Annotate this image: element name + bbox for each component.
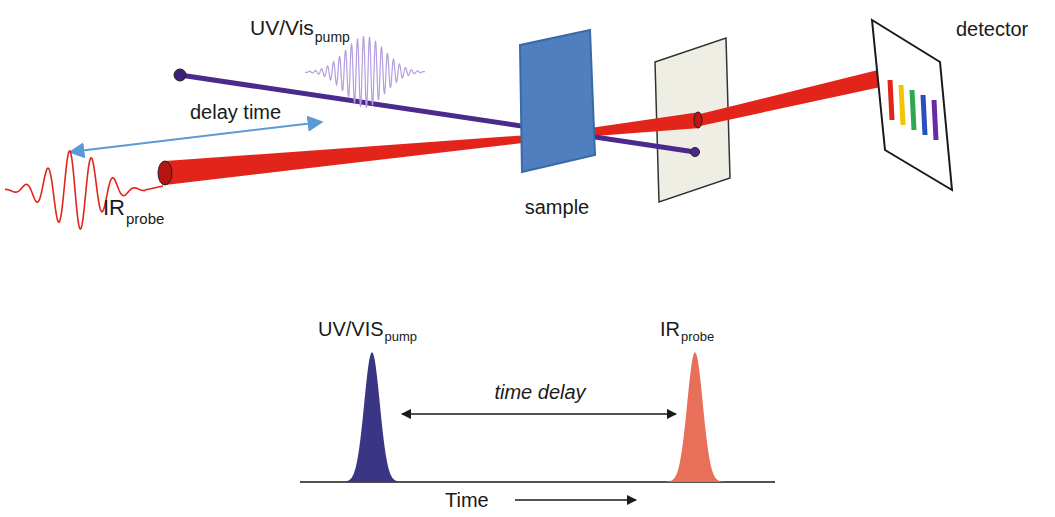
pulse-label: UV/VIS bbox=[318, 318, 384, 340]
probe-pulse bbox=[145, 186, 163, 190]
beam-label: UV/Vis bbox=[250, 16, 314, 39]
beam-label: IR bbox=[103, 196, 125, 220]
probe-pulse-profile bbox=[655, 352, 735, 482]
pump-pulse-profile bbox=[332, 352, 412, 482]
delay-label: delay time bbox=[190, 101, 281, 123]
detector-panel-outline bbox=[868, 14, 958, 196]
detector-panel: detector bbox=[868, 14, 958, 196]
ir-beam bbox=[700, 67, 890, 126]
subscript: probe bbox=[681, 330, 714, 344]
beam-end bbox=[158, 161, 172, 185]
subscript: probe bbox=[126, 211, 164, 228]
pump-beam bbox=[180, 75, 695, 152]
probe-pulse bbox=[5, 151, 145, 229]
ir-beam bbox=[165, 133, 556, 185]
node-label: sample bbox=[525, 196, 589, 218]
axis-label: Time bbox=[445, 489, 489, 511]
aperture-hole bbox=[694, 112, 702, 128]
pump-pulse bbox=[305, 36, 425, 108]
time-arrow bbox=[515, 499, 636, 501]
subscript: pump bbox=[315, 30, 350, 45]
sample-plate: sample bbox=[512, 26, 602, 178]
delay-arrow bbox=[70, 122, 322, 152]
time-delay-arrow bbox=[402, 413, 676, 415]
subscript: pump bbox=[385, 330, 418, 344]
pulse-label: IR bbox=[660, 318, 680, 340]
sample-plate-outline bbox=[512, 26, 602, 178]
aperture-hole bbox=[691, 148, 700, 157]
axis-label: time delay bbox=[494, 381, 585, 403]
node-label: detector bbox=[956, 18, 1028, 40]
beam-end bbox=[174, 69, 186, 81]
